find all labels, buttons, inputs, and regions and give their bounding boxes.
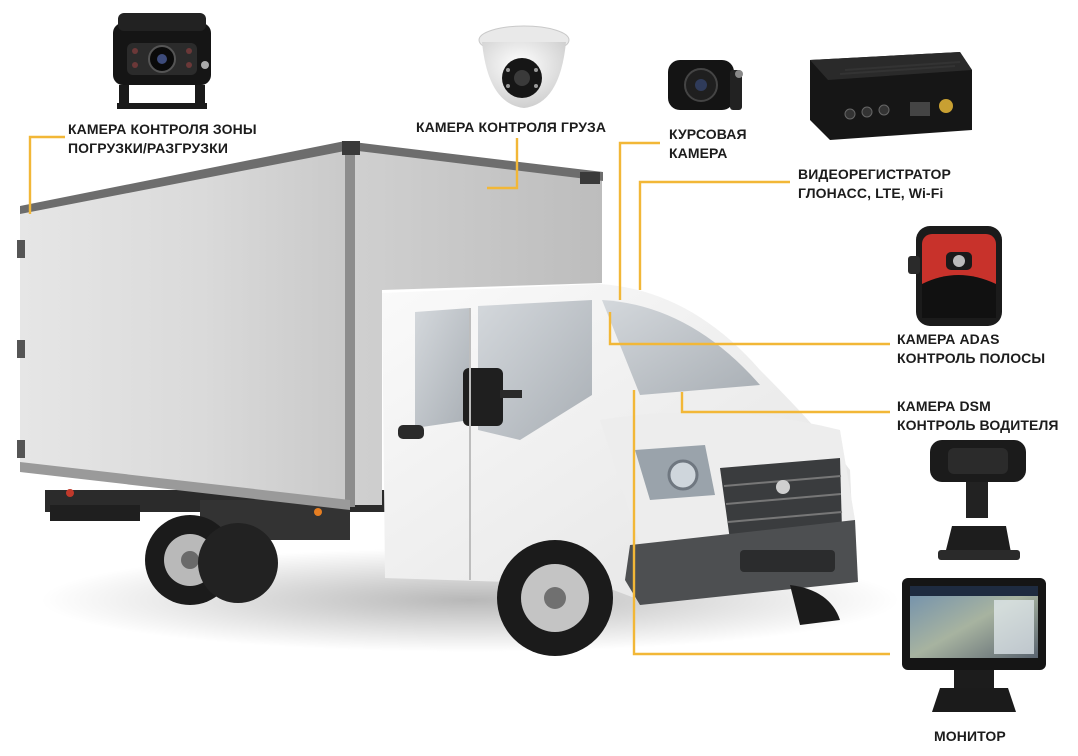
monitor-icon [902,578,1046,712]
label-cargo-camera: КАМЕРА КОНТРОЛЯ ГРУЗА [416,118,606,137]
label-loading-zone-camera-line1: КАМЕРА КОНТРОЛЯ ЗОНЫ [68,121,257,137]
leader-dvr [638,180,790,290]
label-loading-zone-camera-line2: ПОГРУЗКИ/РАЗГРУЗКИ [68,140,228,156]
label-dvr: ВИДЕОРЕГИСТРАТОР ГЛОНАСС, LTE, Wi-Fi [798,165,951,203]
label-dsm-camera: КАМЕРА DSM КОНТРОЛЬ ВОДИТЕЛЯ [897,397,1059,435]
leader-adas [608,312,890,346]
label-course-camera: КУРСОВАЯ КАМЕРА [669,125,747,163]
reverse-camera-icon [113,13,211,109]
label-loading-zone-camera: КАМЕРА КОНТРОЛЯ ЗОНЫ ПОГРУЗКИ/РАЗГРУЗКИ [68,120,257,158]
leader-lines [28,135,890,656]
label-cargo-camera-line1: КАМЕРА КОНТРОЛЯ ГРУЗА [416,119,607,135]
box-truck-icon [17,141,900,656]
label-course-camera-line1: КУРСОВАЯ [669,126,747,142]
leader-loading-zone [28,135,65,214]
label-monitor-line1: МОНИТОР [934,728,1006,744]
leader-cargo [487,138,519,190]
adas-camera-icon [908,226,1002,326]
dome-camera-icon [478,25,570,108]
label-monitor: МОНИТОР [934,727,1006,746]
label-adas-camera: КАМЕРА ADAS КОНТРОЛЬ ПОЛОСЫ [897,330,1045,368]
label-dvr-line1: ВИДЕОРЕГИСТРАТОР [798,166,951,182]
leader-course [618,141,660,300]
label-adas-camera-line1: КАМЕРА ADAS [897,331,1000,347]
label-dvr-line2: ГЛОНАСС, LTE, Wi-Fi [798,185,944,201]
mini-camera-icon [668,60,743,110]
dsm-camera-icon [930,440,1026,560]
label-dsm-camera-line2: КОНТРОЛЬ ВОДИТЕЛЯ [897,417,1059,433]
leader-dsm [680,392,890,414]
label-course-camera-line2: КАМЕРА [669,145,728,161]
mobile-dvr-icon [810,52,972,140]
label-dsm-camera-line1: КАМЕРА DSM [897,398,991,414]
label-adas-camera-line2: КОНТРОЛЬ ПОЛОСЫ [897,350,1046,366]
leader-monitor [632,390,890,656]
